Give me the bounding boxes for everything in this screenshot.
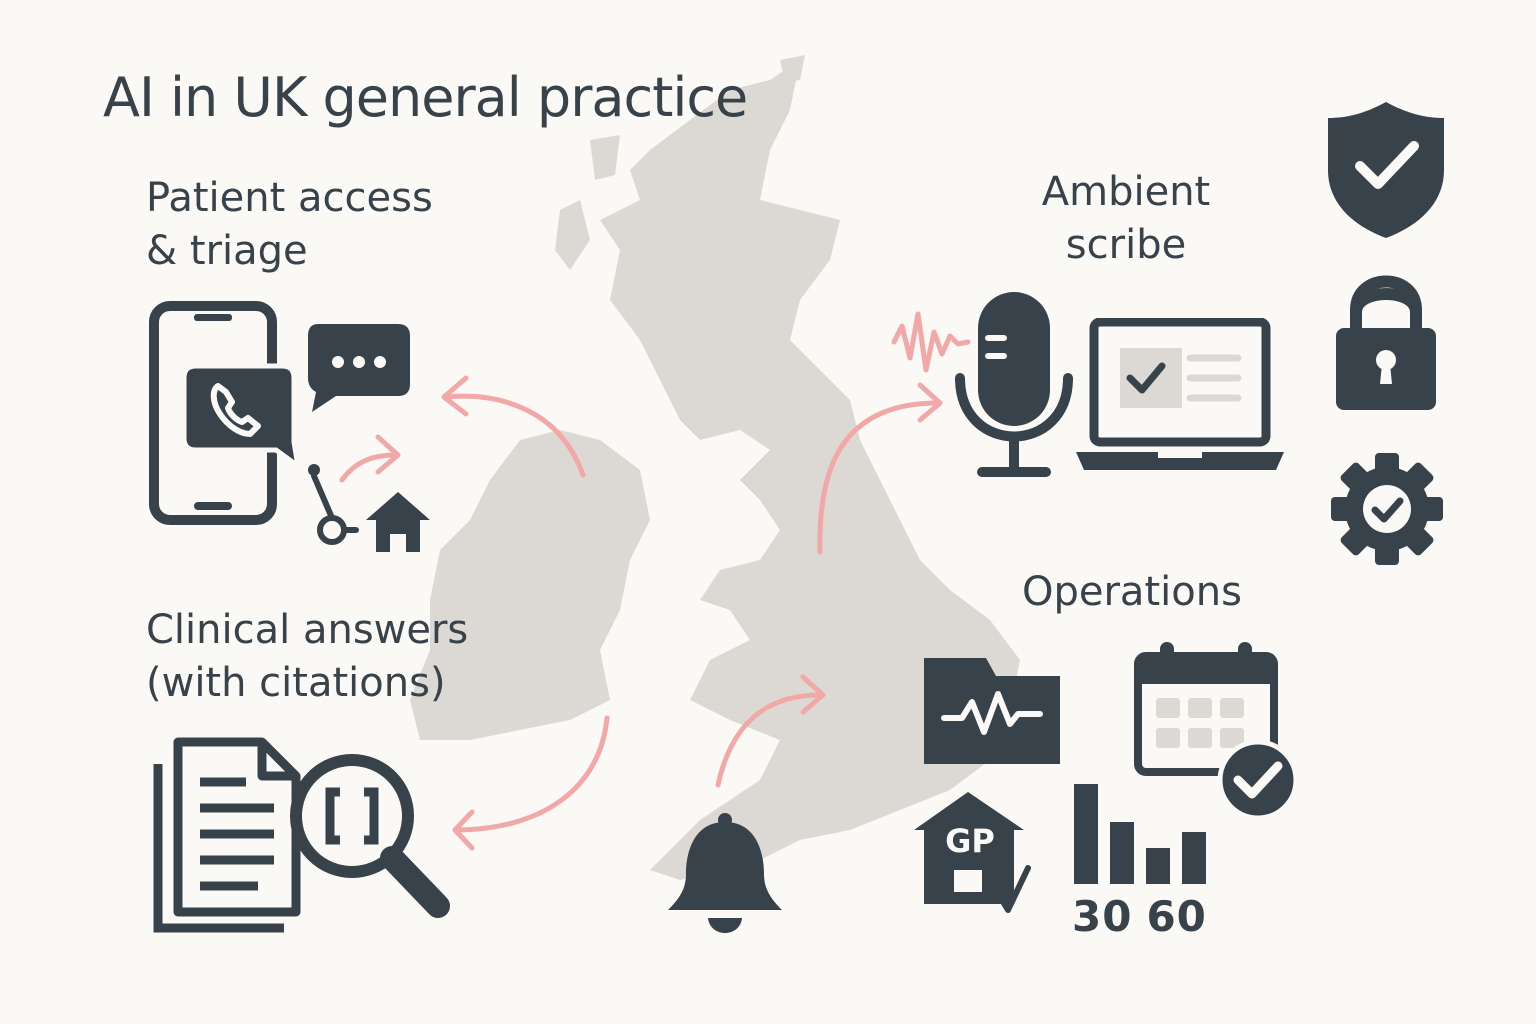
bar-chart-bar [1146,848,1170,884]
documents-icon [153,737,301,933]
arrow-head [917,382,943,423]
microphone-icon [955,292,1073,477]
arrow-head [441,375,469,417]
magnifier-icon [290,754,450,918]
padlock-icon [1336,275,1436,410]
gear-check-icon [1331,453,1443,565]
medical-folder-icon [924,658,1060,764]
arrow-to-scribe [817,400,941,555]
island-shape [555,200,590,270]
calendar-check-icon [1134,642,1299,821]
gp-building-icon: GP [914,792,1031,913]
bar-chart-icon [1074,784,1206,884]
section-label-patient-access: Patient access & triage [146,175,433,274]
arrow-head [375,434,401,475]
stat-value: 60 [1146,892,1207,941]
arrow-head [800,674,826,715]
home-icon [366,492,430,552]
arrow-to-clinical [452,715,610,833]
laptop-icon [1076,318,1284,470]
stat-value: 30 [1072,892,1133,941]
shield-check-icon [1328,102,1444,238]
section-label-ambient-scribe: Ambient scribe [1041,169,1211,268]
bar-chart-bar [1182,832,1206,884]
island-shape [780,55,805,82]
arrow-to-access [443,393,586,478]
stat-values: 30 60 [1072,892,1221,941]
section-label-clinical-answers: Clinical answers (with citations) [146,607,469,706]
arrow-to-operations [715,692,823,788]
phone-chat-icon [181,363,300,471]
bar-chart-bar [1074,784,1098,884]
island-shape [590,135,620,180]
ireland-shape [410,430,650,740]
soundwave-icon [891,311,971,373]
chat-bubble-icon [308,324,410,412]
gp-badge-text: GP [945,822,995,860]
arrow-triage [339,452,399,483]
bell-icon [668,813,782,933]
arrow-head [452,809,475,851]
great-britain-shape [600,60,1020,880]
section-label-operations: Operations [1022,569,1242,615]
page-title: AI in UK general practice [103,66,748,129]
route-icon [308,464,359,545]
bar-chart-bar [1110,822,1134,884]
